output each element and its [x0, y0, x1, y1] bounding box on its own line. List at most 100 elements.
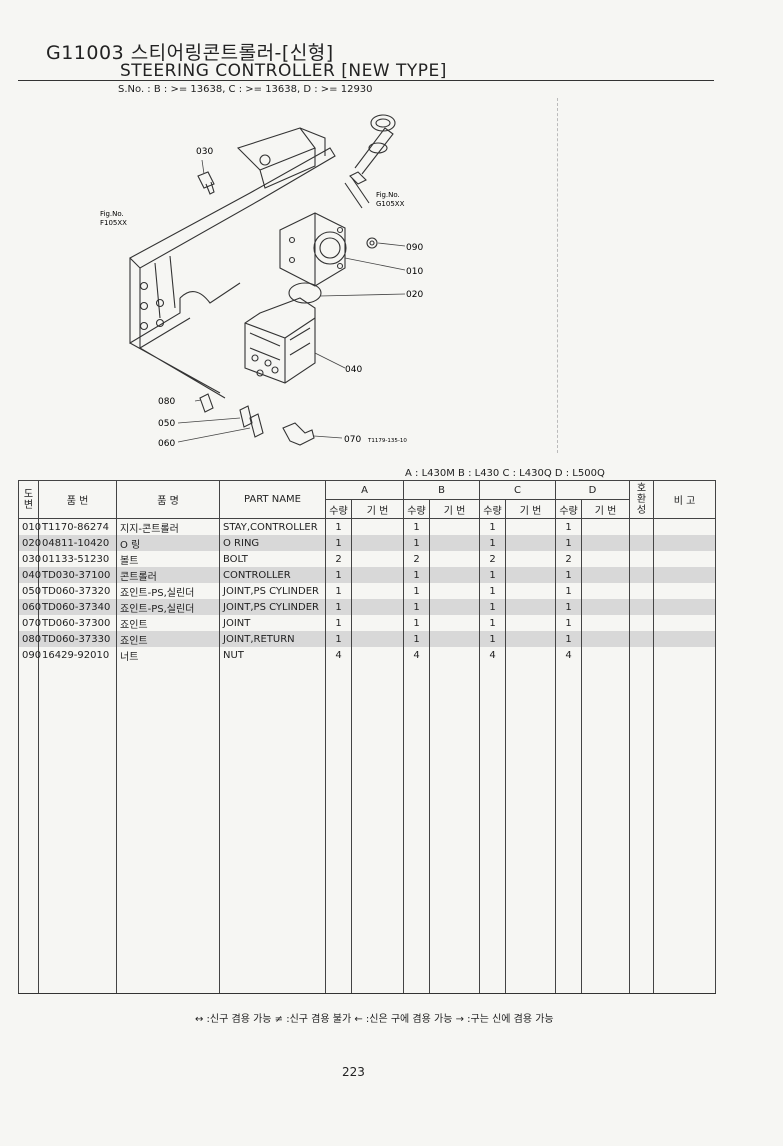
header-remark: 비 고: [653, 480, 717, 519]
cell-empty: [504, 599, 557, 615]
cell-ref: 030: [18, 551, 41, 567]
header-qty-b: 수량: [403, 499, 430, 519]
cell-empty: [504, 535, 557, 551]
callout-010: 010: [406, 267, 423, 277]
cell-ref: 050: [18, 583, 41, 599]
header-alt-a: 기 번: [351, 499, 404, 519]
cell-name-en: NUT: [219, 647, 326, 663]
cell-name-kr: O 링: [116, 535, 220, 551]
cell-empty: [653, 647, 717, 663]
table-filler: [18, 663, 717, 994]
cell-empty: [504, 631, 557, 647]
cell-qd: 1: [555, 535, 583, 551]
cell-empty: [653, 518, 717, 535]
header-model-d: D: [555, 480, 631, 500]
compatibility-legend: ↔ :신구 겸용 가능 ≠ :신구 겸용 불가 ← :신은 구에 겸용 가능 →…: [195, 1014, 554, 1025]
cell-qd: 1: [555, 583, 583, 599]
cell-empty: [581, 599, 631, 615]
cell-empty: [429, 551, 480, 567]
header-qty-d: 수량: [555, 499, 583, 519]
cell-empty: [653, 599, 717, 615]
cell-qa: 4: [325, 647, 352, 663]
cell-qa: 1: [325, 615, 352, 631]
cell-empty: [629, 518, 655, 535]
cell-empty: [581, 518, 631, 535]
cell-empty: [581, 535, 631, 551]
header-alt-c: 기 번: [504, 499, 557, 519]
cell-empty: [629, 583, 655, 599]
cell-qb: 2: [403, 551, 430, 567]
cell-qd: 1: [555, 631, 583, 647]
cell-name-en: JOINT: [219, 615, 326, 631]
cell-empty: [351, 535, 404, 551]
cell-empty: [504, 615, 557, 631]
cell-empty: [504, 518, 557, 535]
cell-qa: 1: [325, 583, 352, 599]
cell-ref: 020: [18, 535, 41, 551]
cell-empty: [629, 551, 655, 567]
cell-qc: 1: [479, 567, 506, 583]
callout-020: 020: [406, 290, 423, 300]
cell-ref: 070: [18, 615, 41, 631]
cell-ref: 060: [18, 599, 41, 615]
cell-name-en: CONTROLLER: [219, 567, 326, 583]
cell-empty: [351, 583, 404, 599]
cell-name-kr: 콘트롤러: [116, 567, 220, 583]
cell-qb: 1: [403, 631, 430, 647]
header-part-name-kr: 품 명: [116, 480, 220, 519]
cell-qc: 1: [479, 583, 506, 599]
cell-part-no: 04811-10420: [38, 535, 117, 551]
cell-empty: [653, 551, 717, 567]
cell-qd: 1: [555, 615, 583, 631]
header-alt-b: 기 번: [429, 499, 480, 519]
cell-empty: [429, 535, 480, 551]
callout-040: 040: [345, 365, 362, 375]
header-part-name: PART NAME: [219, 480, 326, 519]
cell-empty: [629, 535, 655, 551]
cell-name-kr: 볼트: [116, 551, 220, 567]
cell-part-no: 01133-51230: [38, 551, 117, 567]
header-qty-c: 수량: [479, 499, 506, 519]
cell-empty: [581, 647, 631, 663]
cell-empty: [429, 615, 480, 631]
header-part-no: 품 번: [38, 480, 117, 519]
cell-name-kr: 너트: [116, 647, 220, 663]
cell-part-no: 16429-92010: [38, 647, 117, 663]
fig-ref-right-line1: Fig.No.: [376, 191, 400, 199]
cell-empty: [653, 567, 717, 583]
cell-qa: 1: [325, 631, 352, 647]
cell-empty: [429, 518, 480, 535]
cell-qc: 1: [479, 599, 506, 615]
fig-ref-right-line2: G105XX: [376, 200, 405, 208]
cell-name-kr: 죠인트-PS,실린더: [116, 599, 220, 615]
cell-name-kr: 죠인트-PS,실린더: [116, 583, 220, 599]
header-compat: 호 환 성: [629, 480, 655, 519]
header-alt-d: 기 번: [581, 499, 631, 519]
cell-qc: 1: [479, 631, 506, 647]
callout-070: 070: [344, 435, 361, 445]
cell-empty: [351, 647, 404, 663]
cell-name-kr: 지지-콘트롤러: [116, 518, 220, 535]
cell-qc: 1: [479, 535, 506, 551]
cell-ref: 010: [18, 518, 41, 535]
cell-ref: 090: [18, 647, 41, 663]
cell-empty: [429, 583, 480, 599]
cell-empty: [629, 647, 655, 663]
header-model-c: C: [478, 480, 557, 500]
header-ref: 도 변: [18, 480, 39, 519]
cell-name-en: STAY,CONTROLLER: [219, 518, 326, 535]
cell-empty: [581, 615, 631, 631]
cell-qb: 1: [403, 599, 430, 615]
drawing-code: T1179-135-10: [367, 438, 407, 444]
cell-qa: 1: [325, 518, 352, 535]
cell-empty: [653, 535, 717, 551]
callout-060: 060: [158, 439, 175, 449]
cell-part-no: TD060-37340: [38, 599, 117, 615]
